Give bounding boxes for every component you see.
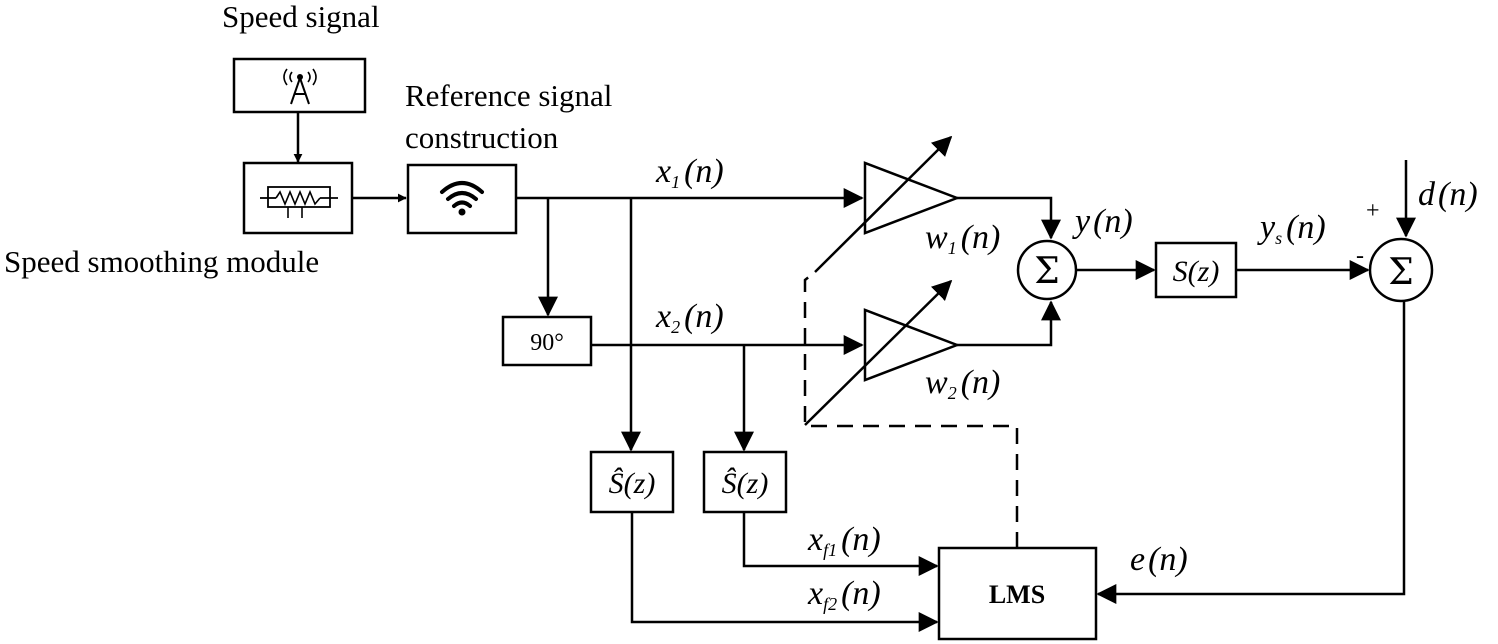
sum-junction-2 (1368, 237, 1434, 303)
ys-label: ys(n) (1257, 209, 1326, 248)
error-feedback-line (1096, 301, 1406, 604)
reference-label-line2: construction (405, 120, 559, 155)
reference-label-line1: Reference signal (405, 78, 612, 113)
secondary-path-sz-box (1154, 241, 1238, 299)
reference-construction-box (406, 163, 518, 235)
xf2-line (630, 512, 939, 632)
sz-label: S(z) (1173, 255, 1220, 288)
shat-box-2 (702, 450, 788, 514)
sum1-sigma: Σ (1034, 251, 1059, 292)
minus-sign: - (1356, 243, 1364, 269)
sum2-sigma: Σ (1388, 252, 1413, 293)
xf2-label: xf2(n) (807, 575, 881, 614)
phase-shift-label: 90° (530, 330, 564, 356)
speed-signal-box (232, 57, 367, 114)
shat2-label: Ŝ(z) (722, 467, 769, 500)
e-label: e(n) (1130, 541, 1188, 578)
x2-label: x2(n) (655, 298, 724, 337)
shat-box-1 (589, 450, 675, 514)
lms-weight-update-dashed (803, 271, 1019, 548)
xf1-line (742, 512, 939, 576)
shat1-label: Ŝ(z) (609, 467, 656, 500)
phase-shift-box (501, 315, 593, 367)
weight-w2-amplifier (863, 308, 961, 382)
lms-label: LMS (989, 580, 1045, 609)
w2-to-sum-line (957, 300, 1061, 347)
w2-label: w2(n) (925, 364, 1000, 403)
y-label: y(n) (1072, 203, 1133, 240)
weight-w1-amplifier (863, 161, 961, 235)
resistor-filter-icon (260, 186, 338, 218)
x1-label: x1(n) (655, 153, 724, 192)
w1-adjust-arrow (814, 135, 953, 273)
xf1-label: xf1(n) (807, 521, 881, 560)
antenna-icon (283, 68, 317, 105)
smoothing-module-label: Speed smoothing module (4, 244, 319, 279)
wifi-icon (440, 181, 484, 216)
speed-signal-label: Speed signal (222, 0, 380, 34)
d-label: d(n) (1418, 176, 1478, 213)
plus-sign: + (1366, 198, 1380, 224)
w1-to-sum-line (957, 196, 1061, 240)
w1-label: w1(n) (925, 219, 1000, 258)
w2-adjust-arrow (804, 279, 953, 426)
